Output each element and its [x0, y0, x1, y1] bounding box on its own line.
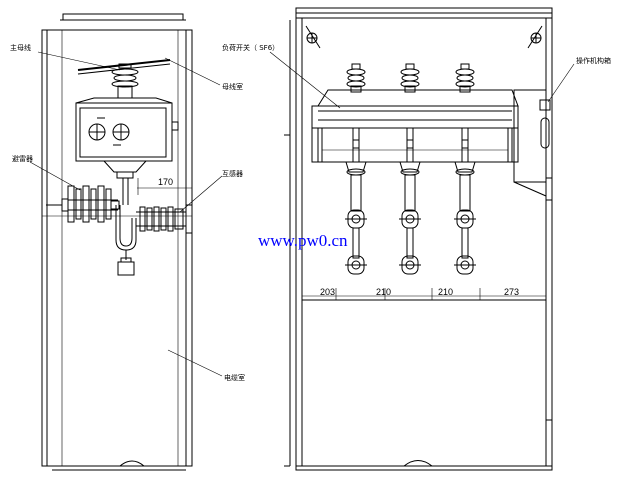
dim-210-a: 210 [376, 287, 391, 297]
lower-ct [117, 261, 135, 276]
watermark: www.pw0.cn [258, 231, 348, 250]
left-floor-mark [119, 460, 145, 467]
dim-273: 273 [504, 287, 519, 297]
phase-assembly [345, 63, 367, 275]
left-top-cap [62, 13, 184, 21]
left-frame [41, 29, 193, 467]
sf6-tank [311, 105, 519, 129]
label-current-transformer: 互感器 [222, 169, 243, 178]
dim-203: 203 [320, 287, 335, 297]
current-transformer [136, 204, 193, 234]
phase-group [345, 63, 476, 275]
phase-assembly [399, 63, 421, 275]
main-busbar [77, 59, 171, 71]
label-arrester: 避雷器 [12, 154, 33, 163]
right-frame [295, 17, 553, 471]
dim-170: 170 [158, 177, 173, 187]
label-busbar-room: 母线室 [222, 82, 243, 91]
left-view: 170 [29, 13, 223, 471]
right-view: 203 210 210 273 [284, 7, 553, 471]
operating-mechanism-box [513, 89, 547, 183]
arrester [67, 185, 120, 223]
sf6-tank-top [317, 89, 519, 107]
label-cable-room: 电缆室 [224, 373, 245, 382]
label-main-busbar: 主母线 [10, 43, 31, 52]
right-floor-mark [403, 460, 433, 467]
label-load-switch: 负荷开关（ SF6） [222, 43, 279, 52]
label-operating-mechanism: 操作机构箱 [576, 56, 611, 65]
dim-210-b: 210 [438, 287, 453, 297]
phase-assembly [454, 63, 476, 275]
